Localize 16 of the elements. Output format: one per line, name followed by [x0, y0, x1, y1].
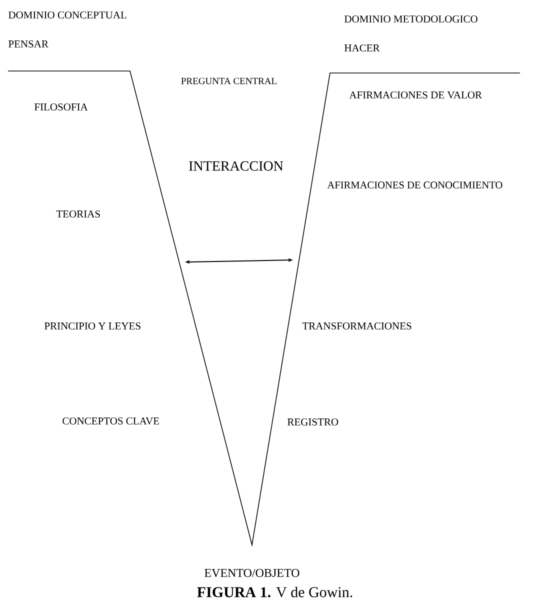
side-label: FILOSOFIA — [34, 103, 88, 111]
side-label: REGISTRO — [288, 418, 338, 426]
interaction-label: INTERACCION — [189, 161, 284, 171]
side-label: TEORIAS — [56, 210, 100, 218]
question-label: PREGUNTA CENTRAL — [181, 78, 276, 84]
domain-subheading: HACER — [344, 44, 380, 52]
domain-heading: DOMINIO CONCEPTUAL — [8, 11, 126, 19]
domain-heading: DOMINIO METODOLOGICO — [344, 15, 478, 23]
figure-caption: FIGURA 1. V de Gowin. — [197, 586, 352, 598]
side-label: TRANSFORMACIONES — [302, 322, 412, 330]
side-label: AFIRMACIONES DE VALOR — [349, 91, 482, 99]
side-label: AFIRMACIONES DE CONOCIMIENTO — [327, 182, 502, 188]
event-label: EVENTO/OBJETO — [204, 568, 300, 578]
side-label: CONCEPTOS CLAVE — [62, 417, 159, 425]
domain-subheading: PENSAR — [8, 40, 48, 48]
side-label: PRINCIPIO Y LEYES — [44, 322, 140, 330]
